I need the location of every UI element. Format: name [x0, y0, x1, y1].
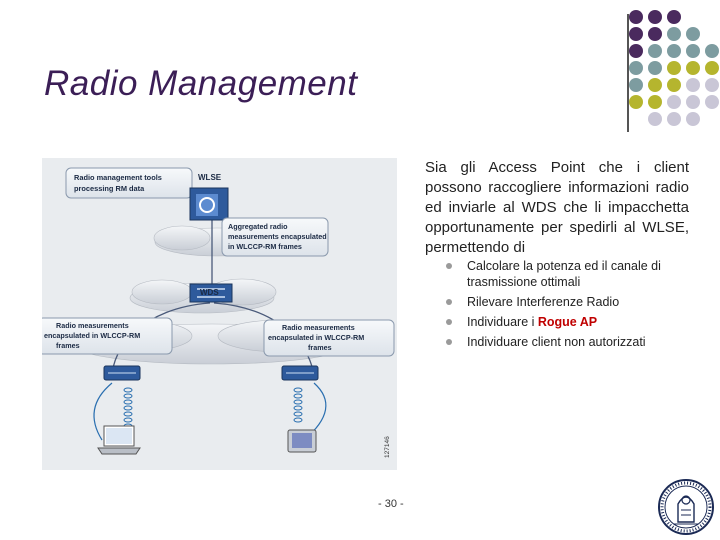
bullet-item: Individuare client non autorizzati [446, 334, 706, 350]
right-box-label-2: encapsulated in WLCCP-RM [268, 333, 364, 342]
bullet-text: Individuare client non autorizzati [467, 335, 646, 349]
rm-tools-box [65, 167, 193, 199]
aggregated-label-1: Aggregated radio [228, 222, 288, 231]
dots-row-3 [629, 44, 719, 58]
dot-grid-decoration [629, 10, 719, 126]
bullet-item: Individuare i Rogue AP [446, 314, 706, 330]
bullet-dot-icon [446, 339, 452, 345]
dots-row-5 [629, 78, 719, 92]
aggregated-box [221, 217, 329, 257]
wds-switch-icon [189, 283, 233, 303]
tablet-client-icon [287, 429, 317, 453]
dots-row-6 [629, 95, 719, 109]
bullet-list: Calcolare la potenza ed il canale di tra… [446, 258, 706, 354]
left-measurements-box [42, 317, 173, 355]
dots-row-4 [629, 61, 719, 75]
left-access-point-icon [103, 365, 141, 381]
left-box-label-2: encapsulated in WLCCP-RM [44, 331, 140, 340]
left-box-label-1: Radio measurements [56, 321, 129, 330]
body-paragraph: Sia gli Access Point che i client posson… [425, 159, 689, 256]
university-seal-logo [658, 479, 714, 535]
laptop-client-icon [97, 425, 141, 455]
figure-id: 127146 [384, 436, 391, 458]
right-access-point-icon [281, 365, 319, 381]
right-measurements-box [263, 319, 395, 357]
bullet-dot-icon [446, 299, 452, 305]
right-box-label-1: Radio measurements [282, 323, 355, 332]
bullet-item: Calcolare la potenza ed il canale di tra… [446, 258, 706, 290]
slide-title: Radio Management [44, 64, 358, 103]
radio-management-diagram: Radio management tools processing RM dat… [42, 158, 397, 470]
dots-row-1 [629, 10, 681, 24]
right-box-label-3: frames [308, 343, 332, 352]
bullet-dot-icon [446, 319, 452, 325]
bullet-text: Calcolare la potenza ed il canale di tra… [467, 259, 661, 289]
rm-tools-label-2: processing RM data [74, 184, 145, 193]
aggregated-label-3: in WLCCP-RM frames [228, 242, 302, 251]
rm-tools-label-1: Radio management tools [74, 173, 162, 182]
right-wireless-signal-icon [293, 387, 303, 423]
bullet-text-prefix: Individuare i [467, 315, 538, 329]
vertical-divider [627, 14, 629, 132]
page-number: - 30 - [378, 498, 404, 510]
wlse-server-icon [189, 187, 229, 221]
left-box-label-3: frames [56, 341, 80, 350]
bullet-item: Rilevare Interferenze Radio [446, 294, 706, 310]
wds-label: WDS [200, 288, 219, 297]
bullet-text: Rilevare Interferenze Radio [467, 295, 620, 309]
dots-row-2 [629, 27, 700, 41]
wlse-label: WLSE [198, 173, 222, 182]
dots-row-7 [648, 112, 700, 126]
aggregated-label-2: measurements encapsulated [228, 232, 327, 241]
rogue-ap-highlight: Rogue AP [537, 315, 598, 329]
bullet-dot-icon [446, 263, 452, 269]
